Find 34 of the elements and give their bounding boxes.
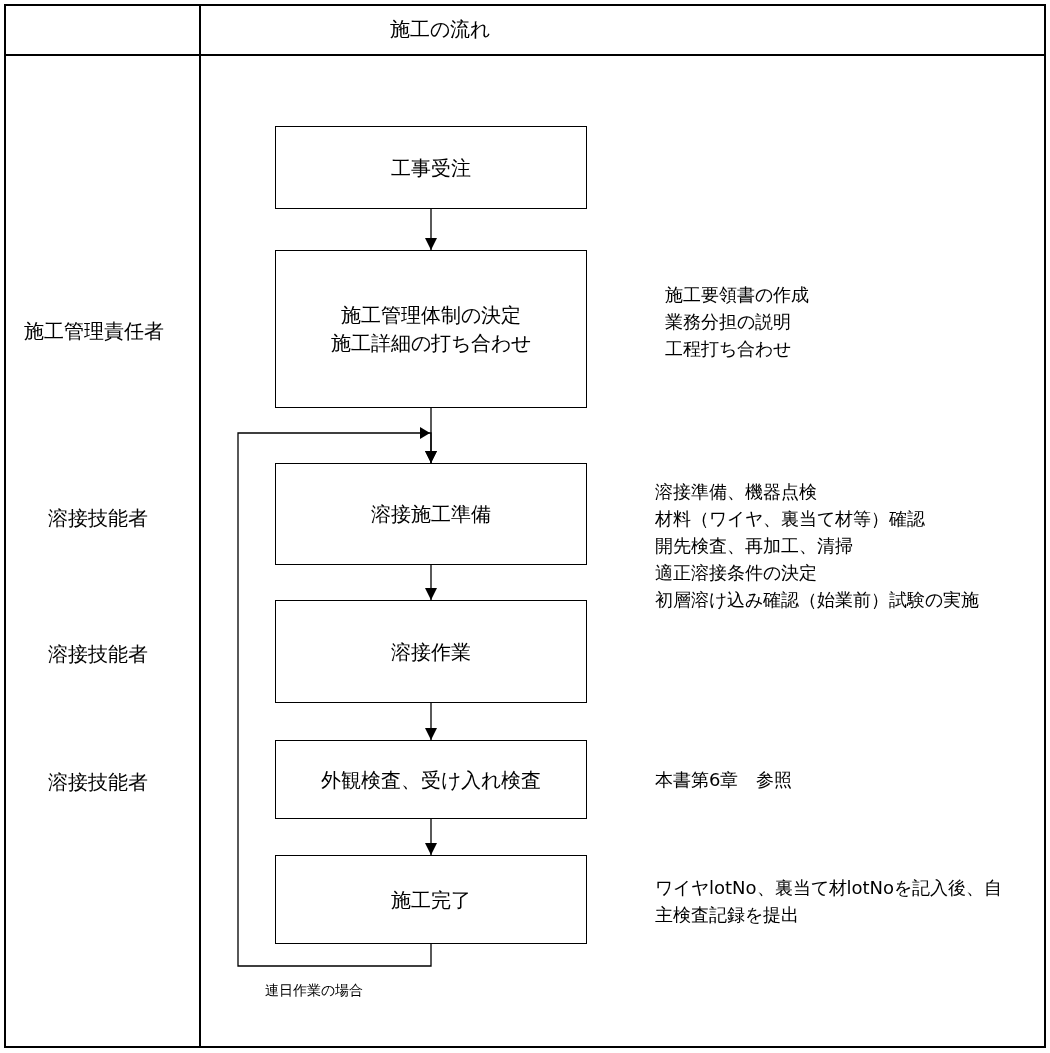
arrow: [425, 208, 437, 251]
process-box: [275, 855, 587, 944]
process-box: [275, 740, 587, 819]
process-label: 施工詳細の打ち合わせ: [331, 330, 531, 357]
note-text: 工程打ち合わせ: [665, 337, 791, 361]
note-text: 開先検査、再加工、清掃: [655, 534, 853, 558]
process-label: 施工完了: [391, 886, 471, 914]
arrow: [425, 702, 437, 741]
role-label: 施工管理責任者: [24, 318, 164, 345]
note-text: 本書第6章 参照: [655, 768, 793, 792]
process-label: 溶接施工準備: [371, 501, 491, 528]
role-label: 溶接技能者: [48, 505, 148, 532]
note-text: 溶接準備、機器点検: [655, 480, 817, 504]
edge-label: 連日作業の場合: [265, 982, 363, 1000]
role-label: 溶接技能者: [48, 769, 148, 796]
process-label: 工事受注: [391, 154, 471, 182]
process-label: 外観検査、受け入れ検査: [321, 766, 541, 794]
process-box: [275, 250, 587, 408]
note-text: ワイヤlotNo、裏当て材lotNoを記入後、自主検査記録を提出: [655, 876, 1003, 927]
process-box: [275, 600, 587, 703]
process-label: 施工管理体制の決定: [341, 302, 521, 329]
process-box: [275, 463, 587, 565]
note-text: 適正溶接条件の決定: [655, 561, 817, 585]
table-header: 施工の流れ: [389, 16, 491, 43]
process-box: [275, 126, 587, 209]
note-text: 業務分担の説明: [665, 310, 791, 334]
note-text: 材料（ワイヤ、裏当て材等）確認: [655, 507, 925, 531]
note-text: 施工要領書の作成: [665, 283, 809, 307]
role-label: 溶接技能者: [48, 641, 148, 668]
note-text: 初層溶け込み確認（始業前）試験の実施: [655, 588, 979, 612]
process-label: 溶接作業: [391, 638, 471, 666]
arrow: [425, 818, 437, 856]
arrow: [237, 427, 437, 967]
arrow: [425, 564, 437, 601]
